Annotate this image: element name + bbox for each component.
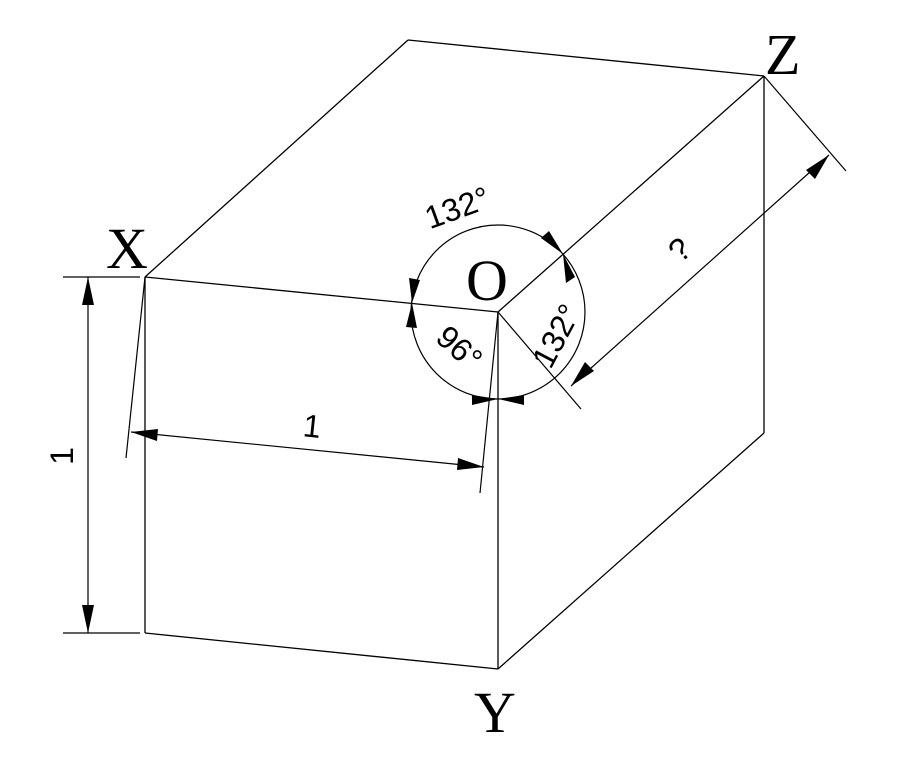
vertex-label-z: Z <box>765 22 800 87</box>
edge-x-top-back <box>144 39 409 278</box>
dimension-height: 1 <box>44 276 140 634</box>
arrowhead <box>806 155 829 179</box>
arrowhead <box>571 362 594 386</box>
edge-o-z <box>497 75 765 313</box>
box-edges <box>144 39 765 670</box>
dimension-label-depth: ? <box>661 230 698 269</box>
angle-label-xoy: 96° <box>429 318 489 377</box>
arrowhead <box>563 254 575 283</box>
arrowhead <box>541 231 563 254</box>
angle-label-xoz: 132° <box>420 179 495 235</box>
vertex-labels: X O Y Z <box>106 22 800 745</box>
arrowhead <box>409 278 420 303</box>
edge-x-o <box>144 276 499 313</box>
arrowhead <box>498 395 524 405</box>
dimension-label-width: 1 <box>301 407 322 445</box>
dimension-label-height: 1 <box>44 447 80 465</box>
dimension-width: 1 <box>125 276 499 494</box>
vertex-label-y: Y <box>474 680 516 745</box>
arrowhead <box>82 277 94 305</box>
edge-y-back-bottom <box>497 432 765 670</box>
edge-top-back-z <box>407 39 765 77</box>
dimension-depth: ? <box>497 75 847 410</box>
vertex-label-x: X <box>106 216 148 281</box>
arrowhead <box>472 395 498 405</box>
arrowhead <box>82 605 94 633</box>
angle-label-zoy: 132° <box>525 298 588 373</box>
edge-bottom-y <box>144 632 499 670</box>
arrowhead <box>131 429 158 441</box>
vertex-label-o: O <box>466 248 508 313</box>
arrowhead <box>406 303 417 328</box>
arrowhead <box>457 458 484 470</box>
